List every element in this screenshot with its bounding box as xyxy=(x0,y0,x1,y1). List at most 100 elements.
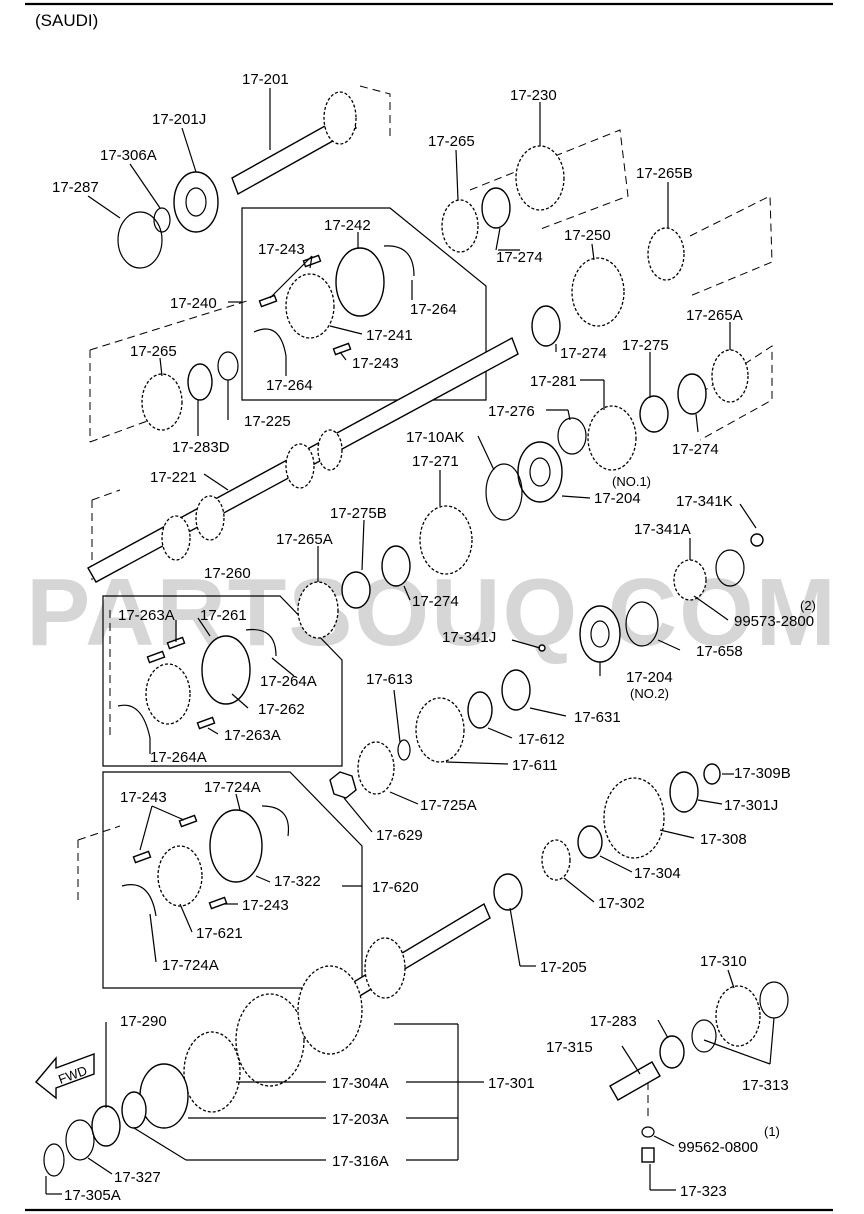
part-label[interactable]: 99573-2800 xyxy=(734,613,814,630)
bearing-17-204-no1 xyxy=(517,441,563,503)
part-label[interactable]: 17-204 xyxy=(626,669,673,686)
mainshaft-spline xyxy=(195,495,225,541)
part-label[interactable]: 17-313 xyxy=(742,1077,789,1094)
part-label[interactable]: 17-261 xyxy=(200,607,247,624)
part-label[interactable]: 17-241 xyxy=(366,327,413,344)
spring-17-724A xyxy=(261,805,290,837)
part-label[interactable]: 17-302 xyxy=(598,895,645,912)
part-label[interactable]: 17-274 xyxy=(412,593,459,610)
part-label[interactable]: 17-724A xyxy=(204,779,261,796)
part-label[interactable]: 17-275B xyxy=(330,505,387,522)
part-label[interactable]: 17-620 xyxy=(372,879,419,896)
part-label[interactable]: 17-305A xyxy=(64,1187,121,1204)
input-shaft-gear xyxy=(323,91,357,145)
part-label[interactable]: 17-274 xyxy=(672,441,719,458)
part-label[interactable]: 17-322 xyxy=(274,873,321,890)
part-label[interactable]: 17-631 xyxy=(574,709,621,726)
snap-ring-17-287 xyxy=(117,211,163,269)
sleeve-17-242 xyxy=(335,247,385,317)
gear-17-230 xyxy=(515,145,565,211)
key-17-243 xyxy=(132,850,152,864)
part-label[interactable]: 17-221 xyxy=(150,469,197,486)
part-label[interactable]: 17-611 xyxy=(512,757,558,774)
part-label[interactable]: 17-621 xyxy=(196,925,243,942)
part-label[interactable]: 17-341K xyxy=(676,493,733,510)
part-label[interactable]: 17-271 xyxy=(412,453,459,470)
part-label[interactable]: 17-225 xyxy=(244,413,291,430)
part-label[interactable]: 17-205 xyxy=(540,959,587,976)
part-label[interactable]: 17-306A xyxy=(100,147,157,164)
part-label[interactable]: 17-204 xyxy=(594,490,641,507)
part-label[interactable]: 17-308 xyxy=(700,831,747,848)
key-17-243 xyxy=(208,896,228,910)
part-label[interactable]: 17-243 xyxy=(120,789,167,806)
part-label[interactable]: 17-629 xyxy=(376,827,423,844)
part-label[interactable]: 17-341A xyxy=(634,521,691,538)
part-label[interactable]: 17-341J xyxy=(442,629,496,646)
part-label[interactable]: 17-316A xyxy=(332,1153,389,1170)
part-label[interactable]: 17-283 xyxy=(590,1013,637,1030)
part-label[interactable]: 17-240 xyxy=(170,295,217,312)
part-label[interactable]: 17-304 xyxy=(634,865,681,882)
part-label[interactable]: 17-301J xyxy=(724,797,778,814)
part-label[interactable]: 17-265B xyxy=(636,165,693,182)
part-label[interactable]: 17-274 xyxy=(496,249,543,266)
part-label[interactable]: 17-263A xyxy=(118,607,175,624)
part-label[interactable]: 17-243 xyxy=(242,897,289,914)
part-label[interactable]: 17-243 xyxy=(352,355,399,372)
bearing-17-201J xyxy=(173,171,219,233)
bearing-17-283D xyxy=(187,363,213,401)
part-label[interactable]: 17-262 xyxy=(258,701,305,718)
part-label[interactable]: 17-264A xyxy=(260,673,317,690)
bearing-17-205 xyxy=(493,873,523,911)
part-label[interactable]: 17-613 xyxy=(366,671,413,688)
part-label[interactable]: 99562-0800 xyxy=(678,1139,758,1156)
mainshaft-spline xyxy=(285,443,315,489)
part-label[interactable]: 17-260 xyxy=(204,565,251,582)
part-label[interactable]: 17-203A xyxy=(332,1111,389,1128)
bearing-17-283 xyxy=(659,1035,685,1069)
part-label[interactable]: 17-242 xyxy=(324,217,371,234)
part-label[interactable]: 17-10AK xyxy=(406,429,464,446)
part-label[interactable]: 17-310 xyxy=(700,953,747,970)
part-label[interactable]: 17-283D xyxy=(172,439,230,456)
part-label[interactable]: 17-281 xyxy=(530,373,577,390)
part-label[interactable]: 17-612 xyxy=(518,731,565,748)
part-label[interactable]: 17-287 xyxy=(52,179,99,196)
part-label[interactable]: 17-290 xyxy=(120,1013,167,1030)
part-label[interactable]: 17-250 xyxy=(564,227,611,244)
part-label[interactable]: 17-315 xyxy=(546,1039,593,1056)
part-label[interactable]: 17-265A xyxy=(686,307,743,324)
part-label[interactable]: 17-265 xyxy=(428,133,475,150)
race-17-631 xyxy=(501,669,531,711)
part-label[interactable]: 17-264A xyxy=(150,749,207,766)
part-label[interactable]: 17-265A xyxy=(276,531,333,548)
part-label[interactable]: 17-201 xyxy=(242,71,289,88)
part-label[interactable]: 17-725A xyxy=(420,797,477,814)
part-label[interactable]: 17-264 xyxy=(266,377,313,394)
part-label[interactable]: 17-263A xyxy=(224,727,281,744)
synchro-ring-17-265B xyxy=(647,227,685,281)
part-label[interactable]: 17-201J xyxy=(152,111,206,128)
part-label[interactable]: 17-301 xyxy=(488,1075,535,1092)
part-label[interactable]: 17-275 xyxy=(622,337,669,354)
sleeve-17-275 xyxy=(639,395,669,433)
part-label[interactable]: 17-230 xyxy=(510,87,557,104)
part-label[interactable]: 17-274 xyxy=(560,345,607,362)
part-label[interactable]: 17-309B xyxy=(734,765,791,782)
part-label[interactable]: 17-265 xyxy=(130,343,177,360)
part-label[interactable]: 17-304A xyxy=(332,1075,389,1092)
part-label[interactable]: 17-327 xyxy=(114,1169,161,1186)
part-label[interactable]: 17-724A xyxy=(162,957,219,974)
part-label[interactable]: 17-264 xyxy=(410,301,457,318)
counter-gear xyxy=(364,937,406,999)
part-label[interactable]: 17-658 xyxy=(696,643,743,660)
sleeve-17-322 xyxy=(209,809,263,883)
part-label[interactable]: 17-243 xyxy=(258,241,305,258)
part-label[interactable]: 17-323 xyxy=(680,1183,727,1200)
gear-17-271 xyxy=(419,505,473,575)
gear-17-250 xyxy=(571,257,625,327)
part-label[interactable]: 17-276 xyxy=(488,403,535,420)
bearing-17-204-no2 xyxy=(579,605,621,663)
dash-line xyxy=(91,489,121,501)
